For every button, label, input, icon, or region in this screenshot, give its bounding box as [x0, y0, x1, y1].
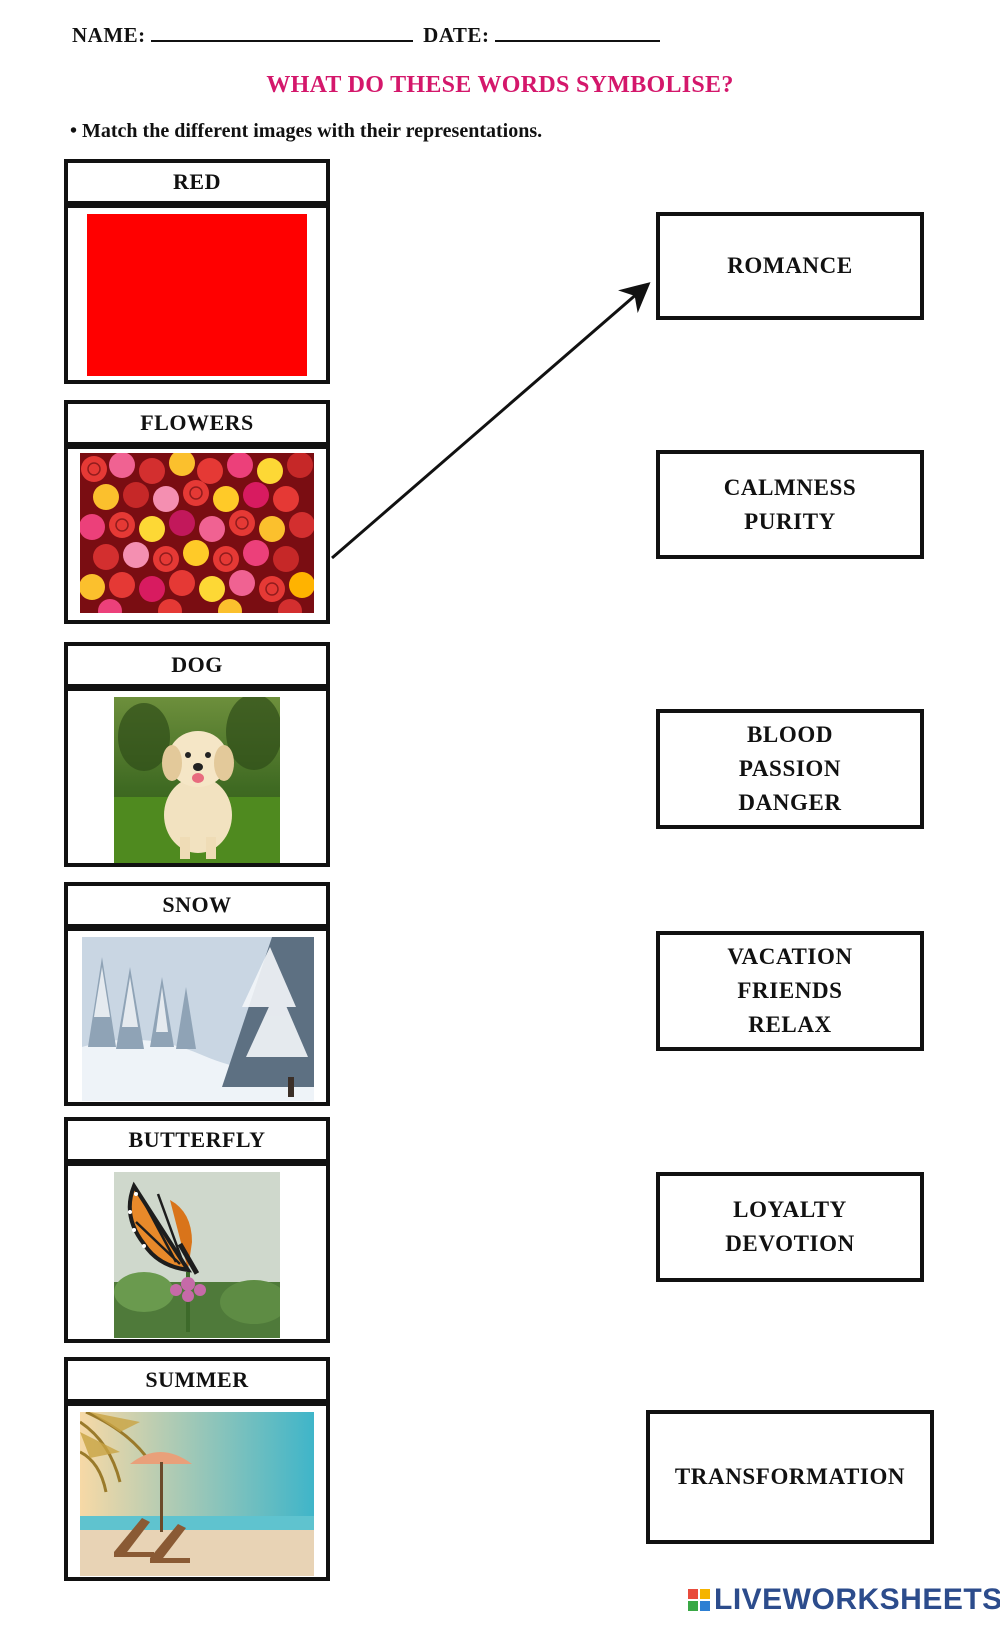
card-label: BUTTERFLY [64, 1117, 330, 1163]
snowy-forest-photo-image [82, 937, 314, 1101]
red-square-image [87, 214, 307, 376]
instruction-text: • Match the different images with their … [70, 120, 543, 142]
date-label: DATE: [423, 23, 490, 47]
logo-mark-icon [688, 1589, 710, 1611]
logo-square [700, 1589, 710, 1599]
meaning-box-6[interactable]: TRANSFORMATION [646, 1410, 934, 1544]
meaning-box-5[interactable]: LOYALTY DEVOTION [656, 1172, 924, 1282]
meaning-line: VACATION [727, 944, 853, 969]
meaning-box-2[interactable]: CALMNESS PURITY [656, 450, 924, 559]
meaning-line: RELAX [748, 1012, 832, 1037]
card-image-frame [64, 688, 330, 867]
meaning-line: BLOOD [746, 722, 834, 747]
card-label: FLOWERS [64, 400, 330, 446]
puppy-photo-image [114, 697, 280, 863]
card-label: SUMMER [64, 1357, 330, 1403]
meaning-line: ROMANCE [727, 253, 853, 278]
meaning-box-1[interactable]: ROMANCE [656, 212, 924, 320]
meaning-line: PURITY [744, 508, 836, 534]
meaning-box-4[interactable]: VACATION FRIENDS RELAX [656, 931, 924, 1051]
roses-photo-image [80, 453, 314, 613]
meaning-line: LOYALTY [733, 1197, 847, 1222]
logo-text: LIVEWORKSHEETS [714, 1583, 1000, 1616]
card-label: RED [64, 159, 330, 205]
logo-square [688, 1601, 698, 1611]
card-label: SNOW [64, 882, 330, 928]
logo-square [688, 1589, 698, 1599]
worksheet-title: WHAT DO THESE WORDS SYMBOLISE? [266, 72, 734, 98]
card-image-frame [64, 205, 330, 384]
beach-photo-image [80, 1412, 314, 1576]
liveworksheets-logo: LIVEWORKSHEETS [688, 1583, 1000, 1617]
meaning-line: TRANSFORMATION [674, 1464, 906, 1489]
meaning-line: CALMNESS [723, 474, 857, 500]
card-image-frame [64, 1163, 330, 1343]
card-image-frame [64, 928, 330, 1106]
date-field[interactable] [495, 22, 661, 42]
card-label: DOG [64, 642, 330, 688]
header-row: NAME: DATE: [72, 22, 661, 48]
meaning-box-3[interactable]: BLOOD PASSION DANGER [656, 709, 924, 829]
meaning-line: DEVOTION [725, 1231, 855, 1256]
meaning-line: FRIENDS [737, 978, 843, 1003]
butterfly-photo-image [114, 1172, 280, 1338]
meaning-line: DANGER [738, 790, 842, 815]
meaning-line: PASSION [738, 756, 842, 781]
logo-square [700, 1601, 710, 1611]
card-image-frame [64, 446, 330, 624]
name-label: NAME: [72, 23, 146, 47]
name-field[interactable] [151, 22, 414, 42]
card-image-frame [64, 1403, 330, 1581]
